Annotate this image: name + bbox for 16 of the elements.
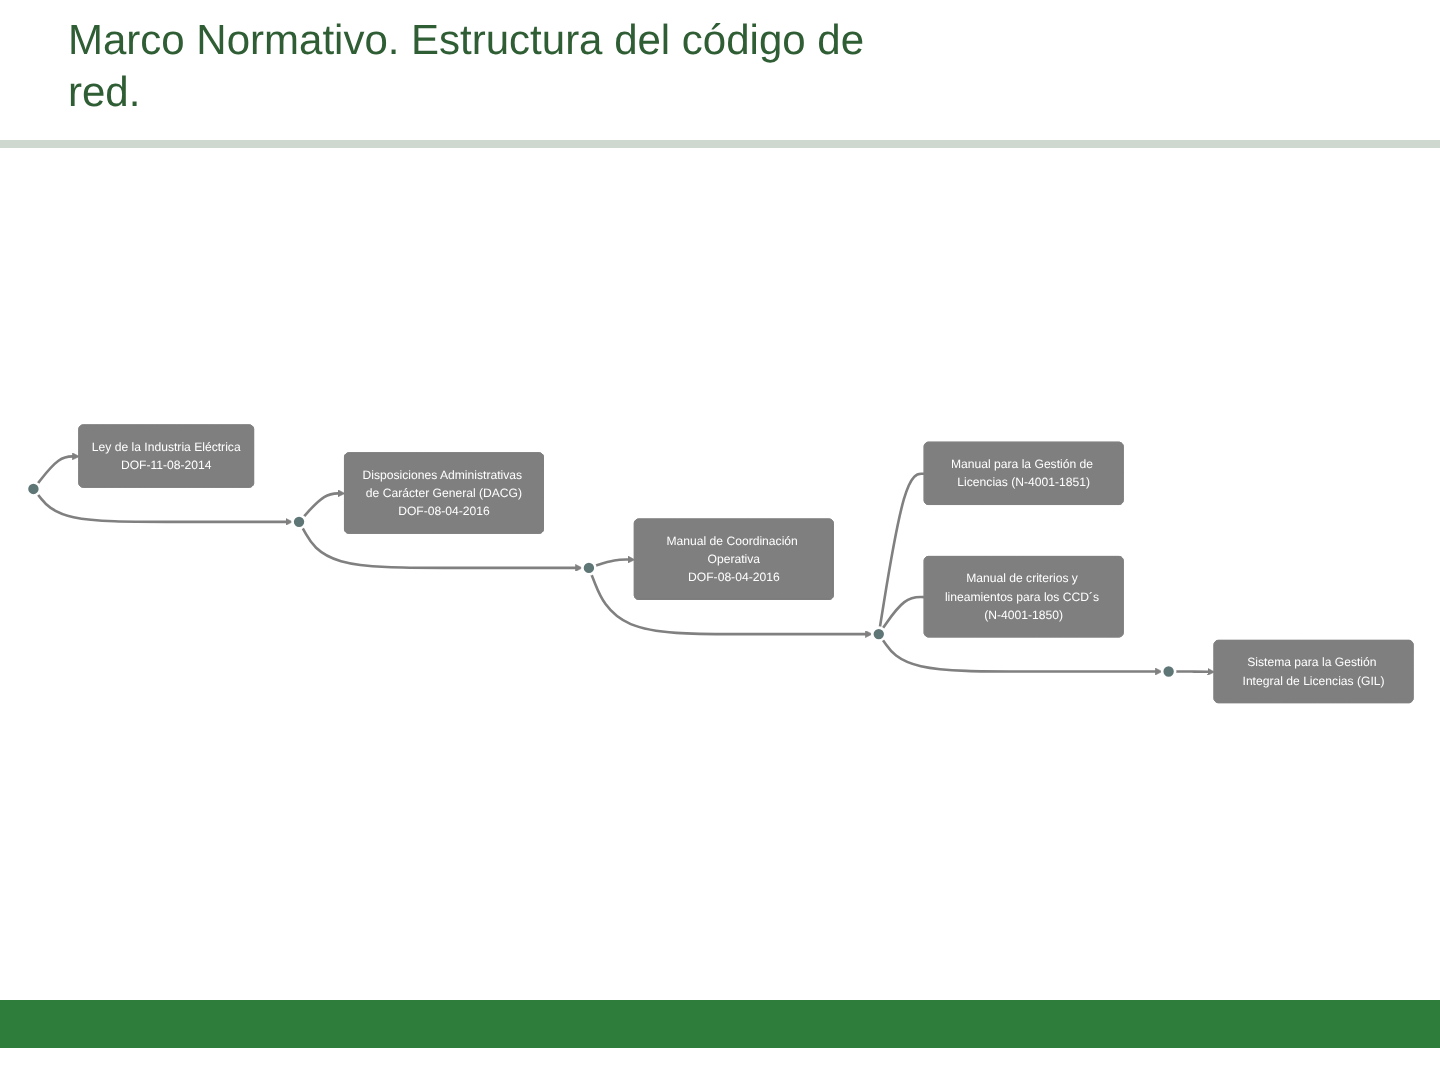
arrow	[590, 573, 873, 639]
connector	[878, 472, 925, 629]
node-circle	[1160, 663, 1177, 680]
node-circle	[871, 626, 887, 643]
arrow	[301, 527, 583, 572]
node-circle	[581, 560, 597, 576]
node-circle	[291, 514, 307, 530]
connector	[881, 595, 925, 630]
arrow	[1175, 668, 1215, 676]
arrow	[302, 489, 346, 519]
title: Marco Normativo. Estructura del código de red.	[68, 16, 867, 120]
arrow	[881, 638, 1163, 676]
arrow	[594, 555, 636, 568]
arrow	[36, 452, 80, 485]
node-circle	[25, 481, 42, 497]
arrow	[36, 493, 293, 526]
